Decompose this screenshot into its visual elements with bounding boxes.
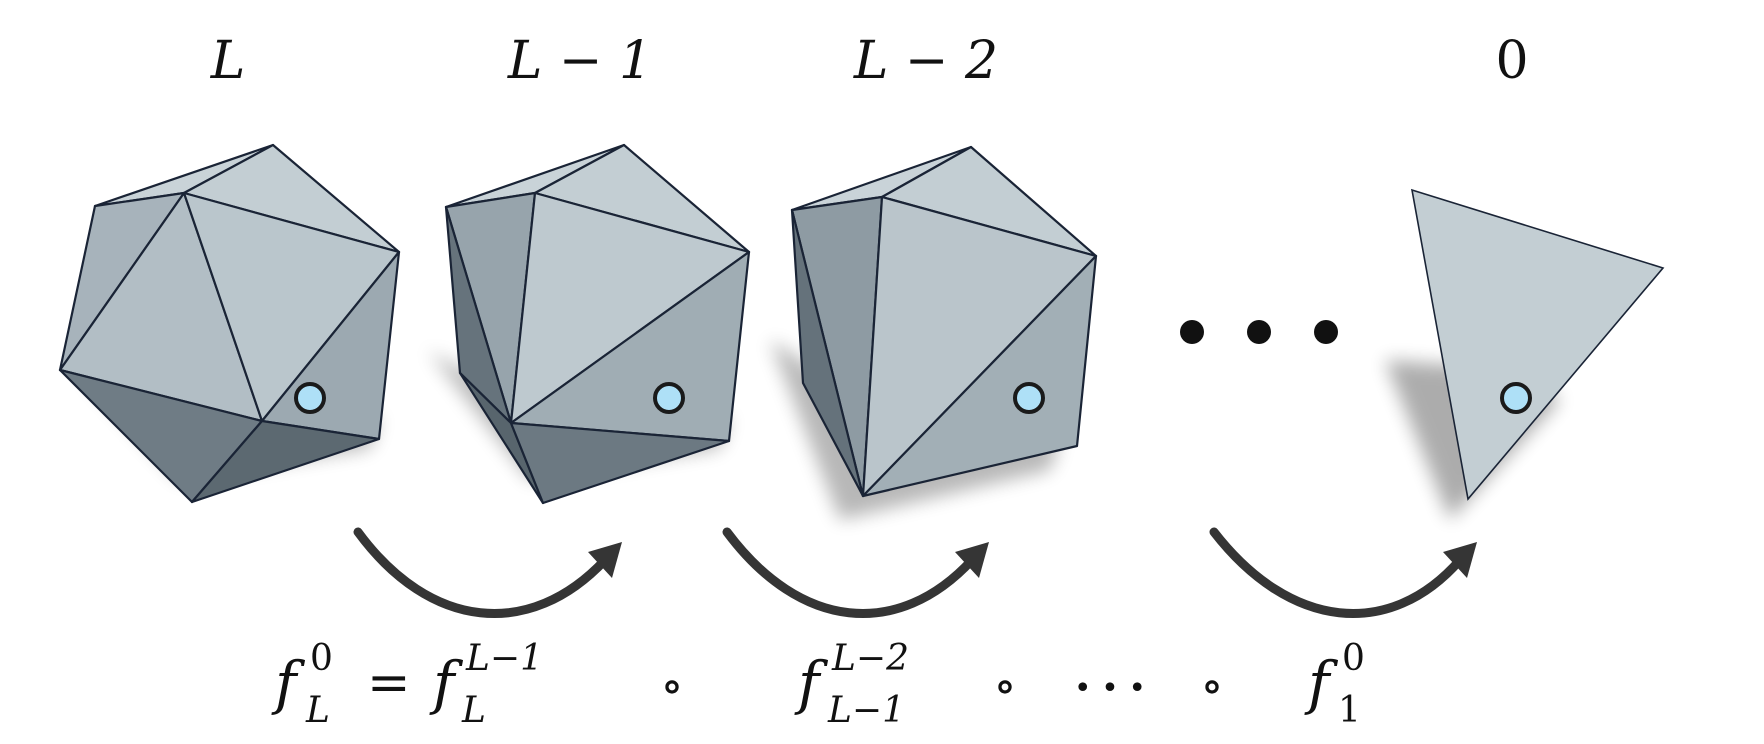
arrow-L-to-L-minus-1 (353, 527, 622, 618)
mesh-level-0 (1385, 188, 1665, 520)
mesh-face (1410, 188, 1665, 501)
formula-f-lhs: f (271, 649, 306, 717)
formula-term2-sup: L−2 (831, 638, 909, 679)
formula-term2-sub: L−1 (827, 690, 905, 731)
ellipsis-dot (1180, 320, 1204, 344)
formula-term1-sup: L−1 (465, 638, 543, 679)
mesh-face (861, 254, 1098, 498)
level-label-L-minus-2: L − 2 (853, 31, 998, 91)
formula-equals: = (367, 653, 411, 713)
mesh-level-L-minus-1 (420, 143, 751, 505)
mesh-vertex-marker (1013, 382, 1045, 414)
formula-compose-3: ∘ (1200, 658, 1224, 714)
formula-term3-sub: 1 (1338, 690, 1361, 731)
mesh-vertex-marker (1500, 382, 1532, 414)
mesh-vertex-marker (294, 382, 326, 414)
formula-compose-1: ∘ (660, 658, 684, 714)
formula-compose-2: ∘ (993, 658, 1017, 714)
mesh-level-L-minus-2 (770, 145, 1098, 520)
mesh-face (190, 419, 381, 504)
formula-lhs-sub: L (305, 690, 330, 731)
mesh-ellipsis (1180, 320, 1338, 344)
mesh-face (790, 208, 865, 498)
formula-term3-sup: 0 (1342, 638, 1365, 679)
formula-f-term1: f (429, 649, 464, 717)
formula-term1-sub: L (461, 690, 486, 731)
ellipsis-dot (1314, 320, 1338, 344)
level-label-L: L (210, 31, 246, 91)
level-label-0: 0 (1495, 31, 1528, 91)
mesh-face (509, 421, 731, 505)
mesh-level-L (58, 143, 401, 504)
arrow-to-level-0 (1209, 527, 1477, 618)
formula-lhs-sup: 0 (310, 638, 333, 679)
formula-f-term2: f (794, 649, 829, 717)
ellipsis-dot (1247, 320, 1271, 344)
level-label-L-minus-1: L − 1 (507, 31, 652, 91)
composition-formula: f 0 L = f L−1 L ∘ f L−2 L−1 ∘ • • • ∘ f … (271, 638, 1365, 731)
mesh-vertex-marker (653, 382, 685, 414)
formula-ellipsis: • • • (1074, 671, 1146, 706)
arrow-L-minus-1-to-L-minus-2 (722, 527, 989, 618)
formula-f-term3: f (1304, 649, 1339, 717)
